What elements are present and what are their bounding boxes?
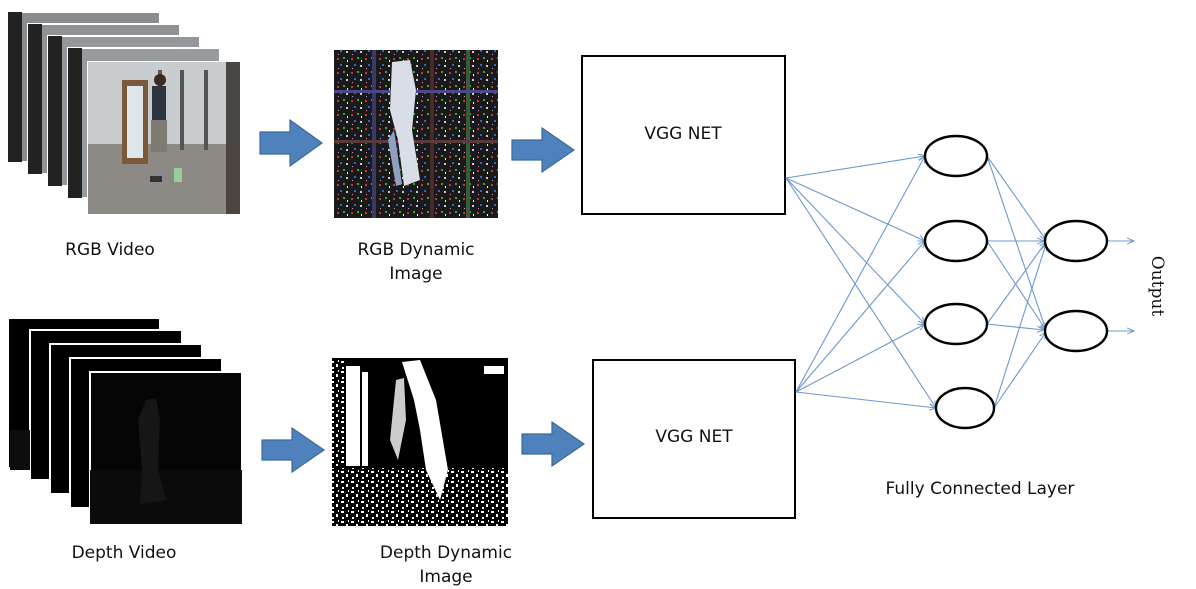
rgb-dynamic-image-label: RGB Dynamic Image xyxy=(316,238,516,286)
depth-dynamic-image xyxy=(332,358,508,526)
hidden-node-1 xyxy=(923,134,989,178)
hidden-to-output-connections xyxy=(986,155,1134,409)
output-node-2 xyxy=(1043,309,1109,353)
depth-dynamic-label-line1: Depth Dynamic xyxy=(379,543,513,563)
rgb-dynamic-label-line2: Image xyxy=(389,264,443,284)
vgg-net-label-bottom: VGG NET xyxy=(655,427,733,447)
fully-connected-layer-label: Fully Connected Layer xyxy=(885,479,1075,499)
arrow-depth-dynamic-to-vgg xyxy=(521,420,586,468)
rgb-dynamic-label-line1: RGB Dynamic xyxy=(357,240,475,260)
arrow-depth-to-dynamic xyxy=(261,426,326,474)
output-layer-nodes xyxy=(1043,219,1109,353)
depth-video-frames xyxy=(7,317,243,525)
rgb-video-label: RGB Video xyxy=(65,240,155,260)
arrow-rgb-to-dynamic xyxy=(259,118,324,168)
vgg-to-hidden-connections xyxy=(785,156,936,408)
depth-dynamic-label-line2: Image xyxy=(419,567,473,587)
vgg-net-box-top xyxy=(581,55,786,215)
vgg-net-box-bottom xyxy=(592,359,796,519)
hidden-node-2 xyxy=(923,219,989,263)
hidden-layer-nodes xyxy=(923,134,996,430)
output-label: Output xyxy=(1147,256,1167,317)
depth-video-label: Depth Video xyxy=(71,543,177,563)
rgb-video-frames xyxy=(7,11,241,215)
output-node-1 xyxy=(1043,219,1109,263)
depth-dynamic-image-label: Depth Dynamic Image xyxy=(346,541,546,589)
rgb-dynamic-image xyxy=(334,50,498,218)
vgg-net-label-top: VGG NET xyxy=(644,124,722,144)
hidden-node-3 xyxy=(923,302,989,346)
arrow-rgb-dynamic-to-vgg xyxy=(511,126,576,174)
hidden-node-4 xyxy=(934,386,996,430)
